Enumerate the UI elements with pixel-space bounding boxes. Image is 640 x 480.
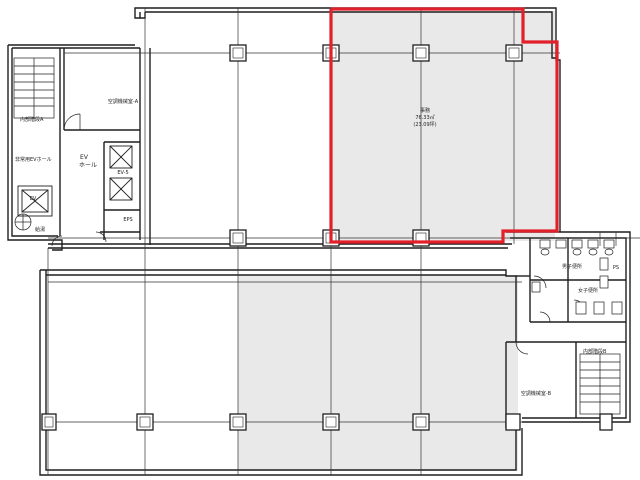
ev-small-label: EV (29, 196, 37, 202)
mech-room-a-label: 空調機械室-A (107, 99, 139, 105)
unit-area-m2: 76.33㎡ (415, 114, 435, 121)
stair-a-label: 内部階段A (20, 117, 44, 123)
stair-treads-icon (13, 57, 621, 415)
wc-misc-label: 給湯 (34, 227, 46, 233)
mens-toilet-label: 男子便所 (561, 264, 583, 270)
mech-room-b-label: 空調機械室-B (520, 391, 552, 397)
lower-shaded-area (238, 275, 518, 471)
ps-label: PS (612, 265, 620, 271)
stair-b-label: 内部階段B (583, 349, 607, 355)
ev-5-label: EV-5 (117, 170, 129, 176)
womens-toilet-label: 女子便所 (577, 288, 599, 294)
toilet-fixture-icon (531, 239, 623, 315)
unit-name: 事務 (419, 108, 430, 114)
ev-hall-label: EV (80, 154, 88, 161)
unit-area-tsubo: (23.09坪) (413, 121, 437, 128)
eps-label: EPS (123, 217, 133, 223)
freight-ev-hall-label: 非常用EVホール (15, 157, 52, 163)
leased-area-outline (329, 7, 559, 244)
elevator-cross-icon (17, 145, 133, 217)
leased-unit-label: 事務 76.33㎡ (23.09坪) (413, 108, 436, 128)
columns (41, 44, 613, 431)
ev-hall-label-2: ホール (78, 162, 98, 169)
